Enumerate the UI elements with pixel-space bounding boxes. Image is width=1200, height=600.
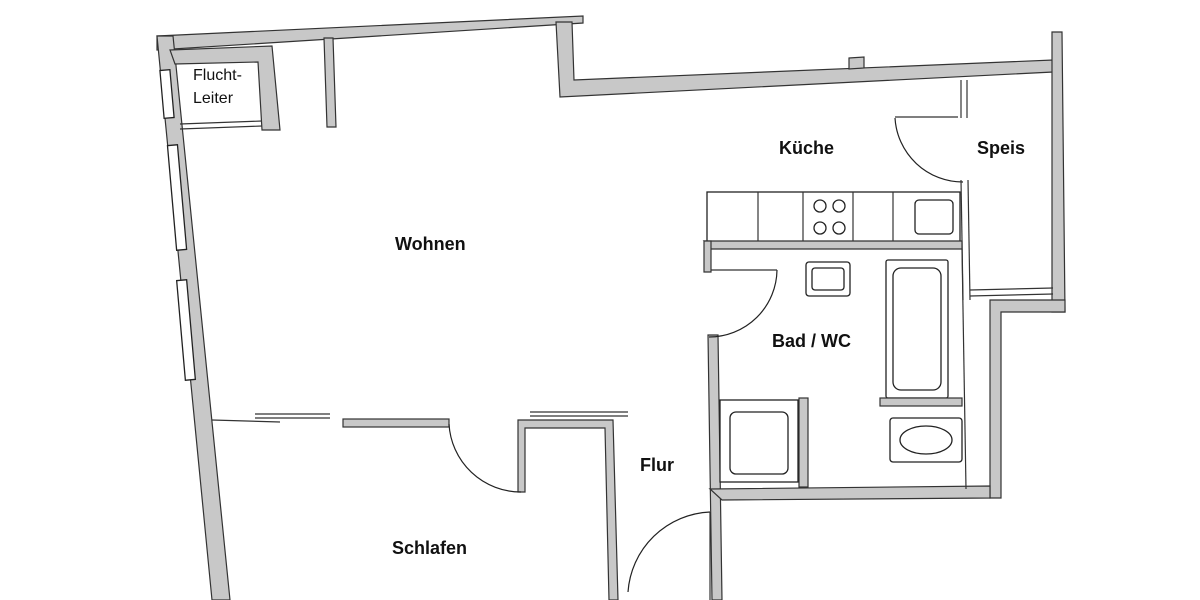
- label-speis: Speis: [977, 138, 1025, 158]
- speis-wall-left-4: [967, 179, 971, 301]
- label-fluchtleiter-2: Leiter: [193, 90, 234, 107]
- door-speis: [894, 117, 964, 183]
- door-bad: [708, 269, 778, 338]
- label-wohnen: Wohnen: [395, 234, 466, 254]
- partition-wohnen-schlafen: [211, 411, 628, 600]
- kitchen: [706, 80, 1054, 301]
- bath-separator-2: [798, 397, 809, 488]
- partition-wall-a: [342, 418, 450, 428]
- bath-wall-bottom: [708, 485, 991, 501]
- label-schlafen: Schlafen: [392, 538, 467, 558]
- fluchtleiter-sill-2: [179, 125, 263, 130]
- bath-separator: [879, 397, 963, 407]
- fluchtleiter-sill: [179, 120, 263, 125]
- washbasin-bowl: [811, 267, 845, 291]
- toilet-bowl: [899, 425, 953, 455]
- wall-top-right-stub: [848, 56, 865, 70]
- window-left-3: [175, 279, 197, 381]
- wall-top-left: [156, 15, 584, 51]
- wall-fluchtleiter: [169, 45, 281, 131]
- bath-wall-left: [703, 240, 712, 273]
- bath-wall-top: [702, 240, 963, 250]
- window-left-1: [159, 68, 175, 120]
- kitchen-sink-icon: [914, 199, 954, 235]
- window-left-2: [166, 144, 188, 251]
- bathroom: [702, 240, 991, 600]
- stove-burner-icon: [832, 221, 846, 235]
- wall-stub-top: [323, 37, 337, 128]
- bathtub-inner: [892, 267, 942, 391]
- bath-wall-right: [961, 248, 967, 490]
- stove-burner-icon: [832, 199, 846, 213]
- label-fluchtleiter-1: Flucht-: [193, 67, 242, 84]
- partition-wall-b: [517, 419, 619, 600]
- wall-right-step: [989, 299, 1066, 499]
- bath-wall-left-lower: [707, 334, 723, 600]
- partition-line-1: [211, 419, 281, 423]
- wall-notch: [555, 21, 1054, 98]
- stove-burner-icon: [813, 199, 827, 213]
- wall-left: [156, 35, 231, 600]
- speis-bottom-2: [969, 293, 1054, 297]
- windows: [159, 68, 263, 381]
- label-kueche: Küche: [779, 138, 834, 158]
- speis-bottom: [969, 287, 1054, 291]
- label-bad-wc: Bad / WC: [772, 331, 851, 351]
- door-schlafen: [448, 423, 522, 493]
- shower-inner: [729, 411, 789, 475]
- wall-right: [1051, 31, 1066, 313]
- stove-burner-icon: [813, 221, 827, 235]
- room-labels: Flucht- Leiter Wohnen Küche Speis Bad / …: [193, 67, 1025, 558]
- label-flur: Flur: [640, 455, 674, 475]
- door-entry: [627, 511, 711, 593]
